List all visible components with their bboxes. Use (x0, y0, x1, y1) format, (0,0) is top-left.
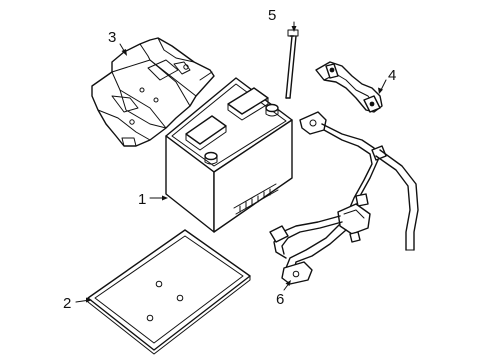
battery-bracket (91, 37, 215, 147)
callout-leaders (75, 21, 387, 303)
battery-cable (269, 111, 419, 285)
callout-3: 3 (108, 29, 116, 46)
hold-down-clamp (315, 61, 383, 113)
callout-5: 5 (268, 7, 276, 24)
callout-6: 6 (276, 291, 284, 308)
callout-1: 1 (138, 191, 146, 208)
callout-2: 2 (63, 295, 71, 312)
battery-tray (87, 229, 251, 355)
callout-4: 4 (388, 67, 396, 84)
hold-down-rod (285, 29, 299, 99)
battery (165, 77, 293, 233)
